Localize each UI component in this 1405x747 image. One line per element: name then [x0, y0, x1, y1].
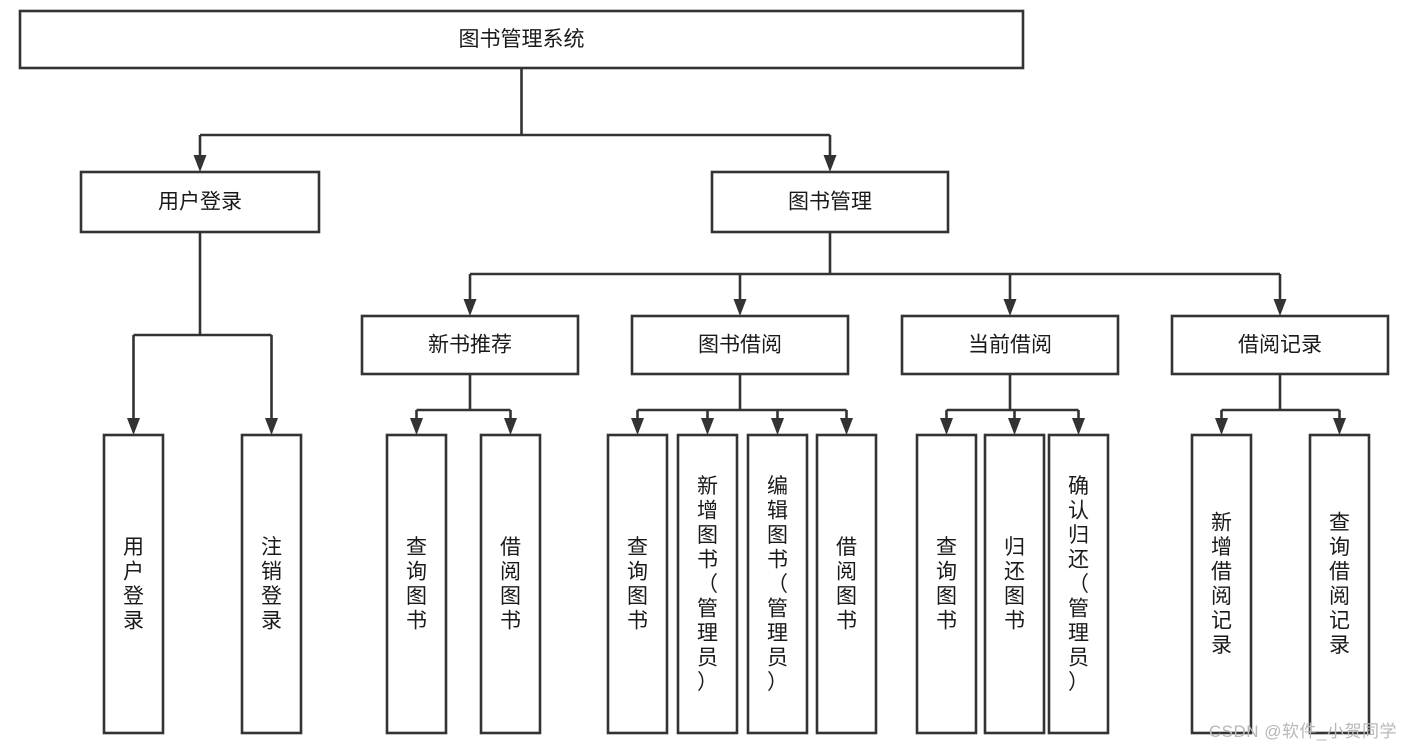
node-box [746, 433, 809, 735]
arrow-head-icon [410, 418, 423, 435]
node-box [900, 314, 1120, 376]
arrow-head-icon [733, 299, 747, 316]
node-box [18, 9, 1025, 70]
node-box [360, 314, 580, 376]
arrow-head-icon [1003, 299, 1017, 316]
arrow-head-icon [823, 155, 837, 172]
node-leaf-user-login[interactable]: 用户登录 [102, 433, 165, 735]
arrow-head-icon [1072, 418, 1085, 435]
node-book-borrow[interactable]: 图书借阅 [630, 314, 850, 376]
node-label: 图书管理系统 [459, 28, 585, 51]
node-box [102, 433, 165, 735]
node-label: 编辑图书（管理员） [767, 475, 788, 694]
node-book-manage[interactable]: 图书管理 [710, 170, 950, 234]
node-leaf-query-book-3[interactable]: 查询图书 [915, 433, 978, 735]
node-box [79, 170, 321, 234]
node-root[interactable]: 图书管理系统 [18, 9, 1025, 70]
node-leaf-borrow-book-1[interactable]: 借阅图书 [479, 433, 542, 735]
node-label: 用户登录 [123, 536, 144, 633]
node-box [1170, 314, 1390, 376]
arrow-head-icon [840, 418, 853, 435]
arrow-head-icon [1273, 299, 1287, 316]
node-box [915, 433, 978, 735]
node-box [385, 433, 448, 735]
arrow-head-icon [127, 418, 140, 435]
arrow-head-icon [463, 299, 477, 316]
node-label: 图书管理 [788, 191, 872, 214]
node-box [710, 170, 950, 234]
node-new-book-rec[interactable]: 新书推荐 [360, 314, 580, 376]
node-label: 查询图书 [936, 536, 957, 633]
node-box [983, 433, 1046, 735]
node-label: 归还图书 [1004, 536, 1025, 633]
node-label: 借阅图书 [836, 536, 857, 633]
node-user-login[interactable]: 用户登录 [79, 170, 321, 234]
node-box [815, 433, 878, 735]
node-box [606, 433, 669, 735]
arrow-head-icon [1008, 418, 1021, 435]
node-label: 查询图书 [406, 536, 427, 633]
node-label: 用户登录 [158, 191, 242, 214]
node-leaf-query-record[interactable]: 查询借阅记录 [1308, 433, 1371, 735]
node-label: 查询图书 [627, 536, 648, 633]
node-leaf-confirm-return[interactable]: 确认归还（管理员） [1047, 433, 1110, 735]
node-label: 查询借阅记录 [1329, 512, 1350, 658]
node-leaf-query-book-2[interactable]: 查询图书 [606, 433, 669, 735]
node-box [1190, 433, 1253, 735]
node-label: 当前借阅 [968, 334, 1052, 357]
node-leaf-add-book[interactable]: 新增图书（管理员） [676, 433, 739, 735]
node-label: 注销登录 [261, 536, 282, 633]
node-box [676, 433, 739, 735]
node-label: 新增图书（管理员） [697, 475, 718, 694]
connector-layer [127, 68, 1346, 435]
node-label: 新增借阅记录 [1211, 512, 1232, 658]
node-box [1047, 433, 1110, 735]
arrow-head-icon [771, 418, 784, 435]
node-leaf-logout[interactable]: 注销登录 [240, 433, 303, 735]
node-borrow-record[interactable]: 借阅记录 [1170, 314, 1390, 376]
node-box [240, 433, 303, 735]
arrow-head-icon [1333, 418, 1346, 435]
node-label: 借阅记录 [1238, 334, 1322, 357]
node-box [630, 314, 850, 376]
arrow-head-icon [701, 418, 714, 435]
arrow-head-icon [504, 418, 517, 435]
node-leaf-edit-book[interactable]: 编辑图书（管理员） [746, 433, 809, 735]
node-leaf-add-record[interactable]: 新增借阅记录 [1190, 433, 1253, 735]
node-leaf-query-book-1[interactable]: 查询图书 [385, 433, 448, 735]
node-leaf-borrow-book-2[interactable]: 借阅图书 [815, 433, 878, 735]
arrow-head-icon [940, 418, 953, 435]
arrow-head-icon [1215, 418, 1228, 435]
arrow-head-icon [631, 418, 644, 435]
node-label: 图书借阅 [698, 334, 782, 357]
node-current-borrow[interactable]: 当前借阅 [900, 314, 1120, 376]
node-label: 借阅图书 [500, 536, 521, 633]
node-label: 新书推荐 [428, 334, 512, 357]
arrow-head-icon [193, 155, 207, 172]
node-box [1308, 433, 1371, 735]
node-box [479, 433, 542, 735]
node-leaf-return-book[interactable]: 归还图书 [983, 433, 1046, 735]
node-label: 确认归还（管理员） [1068, 475, 1089, 694]
arrow-head-icon [265, 418, 278, 435]
